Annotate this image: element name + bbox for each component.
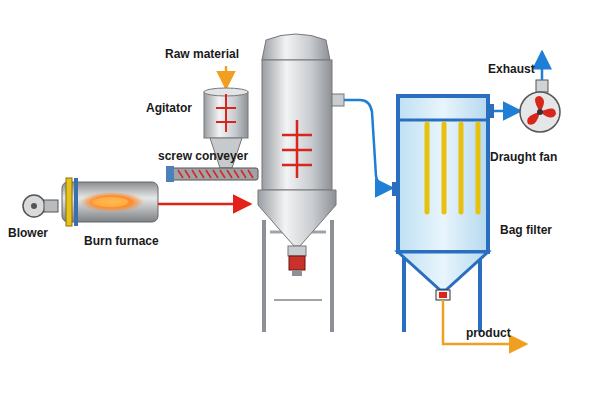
drying-tower xyxy=(258,34,344,332)
draught-fan-label: Draught fan xyxy=(490,150,557,164)
dust-pipe-arrow xyxy=(344,100,392,188)
agitator-label: Agitator xyxy=(146,101,192,115)
blower xyxy=(23,195,58,217)
screw-conveyer-label: screw conveyer xyxy=(158,149,248,163)
blower-label: Blower xyxy=(8,226,48,240)
hot-air-arrow xyxy=(158,203,250,206)
draught-fan xyxy=(520,80,560,132)
burn-furnace-label: Burn furnace xyxy=(84,234,159,248)
exhaust-label: Exhaust xyxy=(488,62,535,76)
product-arrow xyxy=(443,300,526,344)
product-label: product xyxy=(466,326,511,340)
bag-filter-unit xyxy=(392,96,494,332)
bag-filter-label: Bag filter xyxy=(500,223,552,237)
exhaust-arrow xyxy=(541,52,544,80)
clean-air-arrow xyxy=(494,110,520,113)
screw-conveyer xyxy=(166,166,258,182)
burn-furnace xyxy=(62,178,158,226)
feed-arrow xyxy=(225,66,228,88)
raw-material-label: Raw material xyxy=(165,47,239,61)
